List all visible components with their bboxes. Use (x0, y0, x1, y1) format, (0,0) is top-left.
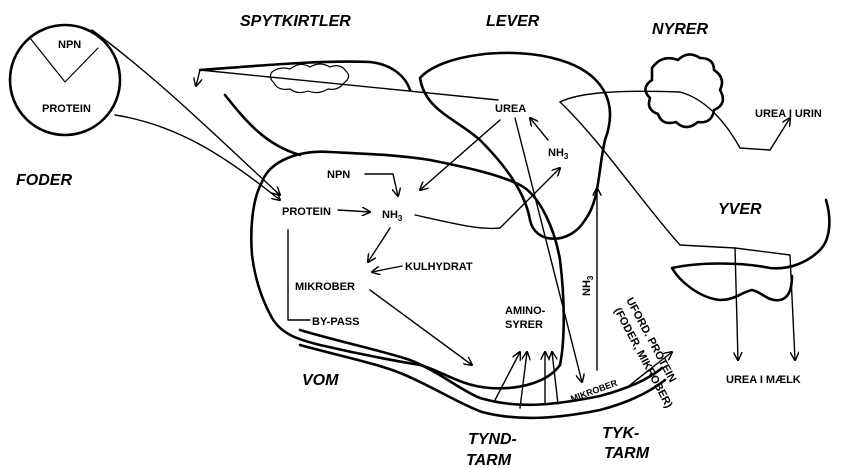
label-by-pass: BY-PASS (312, 316, 359, 328)
label-mikrober: MIKROBER (295, 281, 355, 293)
label-protein-rumen: PROTEIN (282, 206, 331, 218)
arrow-carb-to-microbes (372, 266, 402, 272)
arrow-nh3-to-microbes (368, 228, 390, 262)
arrow-nh3-rumen-out (415, 215, 500, 228)
label-protein-feed: PROTEIN (42, 103, 91, 115)
label-yver: YVER (718, 201, 762, 218)
arrow-amino-up-1 (494, 352, 520, 402)
arrow-urea-to-kidney (560, 91, 770, 150)
liver-shape (420, 53, 610, 239)
arrow-npn-to-nh3 (365, 174, 398, 196)
arrow-urea-to-udder (560, 102, 735, 248)
label-vom: VOM (302, 372, 339, 389)
arrow-amino-up-4 (552, 352, 558, 404)
saliva-duct (200, 62, 410, 90)
label-mikrober-intestine: MIKROBER (569, 378, 619, 404)
label-spytkirtler: SPYTKIRTLER (240, 13, 351, 30)
label-tyk: TYK- (602, 425, 639, 442)
arrow-amino-up-2 (520, 352, 527, 408)
arrow-nh3-to-urea (530, 118, 548, 140)
arrow-urine-out (770, 118, 790, 150)
label-npn-feed: NPN (58, 39, 81, 51)
label-urea-i-urin: UREA I URIN (755, 108, 822, 120)
label-urea: UREA (495, 103, 526, 115)
label-foder: FODER (16, 172, 72, 189)
label-tarm-2: TARM (604, 445, 650, 462)
label-syrer: SYRER (505, 319, 543, 331)
intestine-outer (300, 330, 662, 405)
label-nyrer: NYRER (652, 21, 708, 38)
arrow-npn-to-rumen (92, 30, 280, 195)
label-tarm-1: TARM (466, 452, 512, 468)
label-kulhydrat: KULHYDRAT (405, 261, 473, 273)
arrow-urea-to-saliva (196, 70, 498, 100)
flow-arrows (92, 30, 795, 408)
saliva-flow (225, 95, 300, 155)
label-tynd: TYND- (468, 431, 517, 448)
label-nh3-rumen: NH3 (382, 209, 403, 223)
label-lever: LEVER (486, 13, 540, 30)
arrow-urea-to-rumen-nh3 (420, 120, 500, 190)
label-urea-i-maelk: UREA I MÆLK (726, 374, 801, 386)
kidney-shape (645, 54, 722, 127)
label-nh3-vertical: NH3 (581, 275, 595, 296)
arrow-protein-to-nh3 (338, 210, 370, 212)
label-npn-rumen: NPN (327, 169, 350, 181)
arrow-protein-bypass (288, 230, 310, 320)
label-amino: AMINO- (505, 305, 546, 317)
label-nh3-liver: NH3 (548, 147, 569, 161)
